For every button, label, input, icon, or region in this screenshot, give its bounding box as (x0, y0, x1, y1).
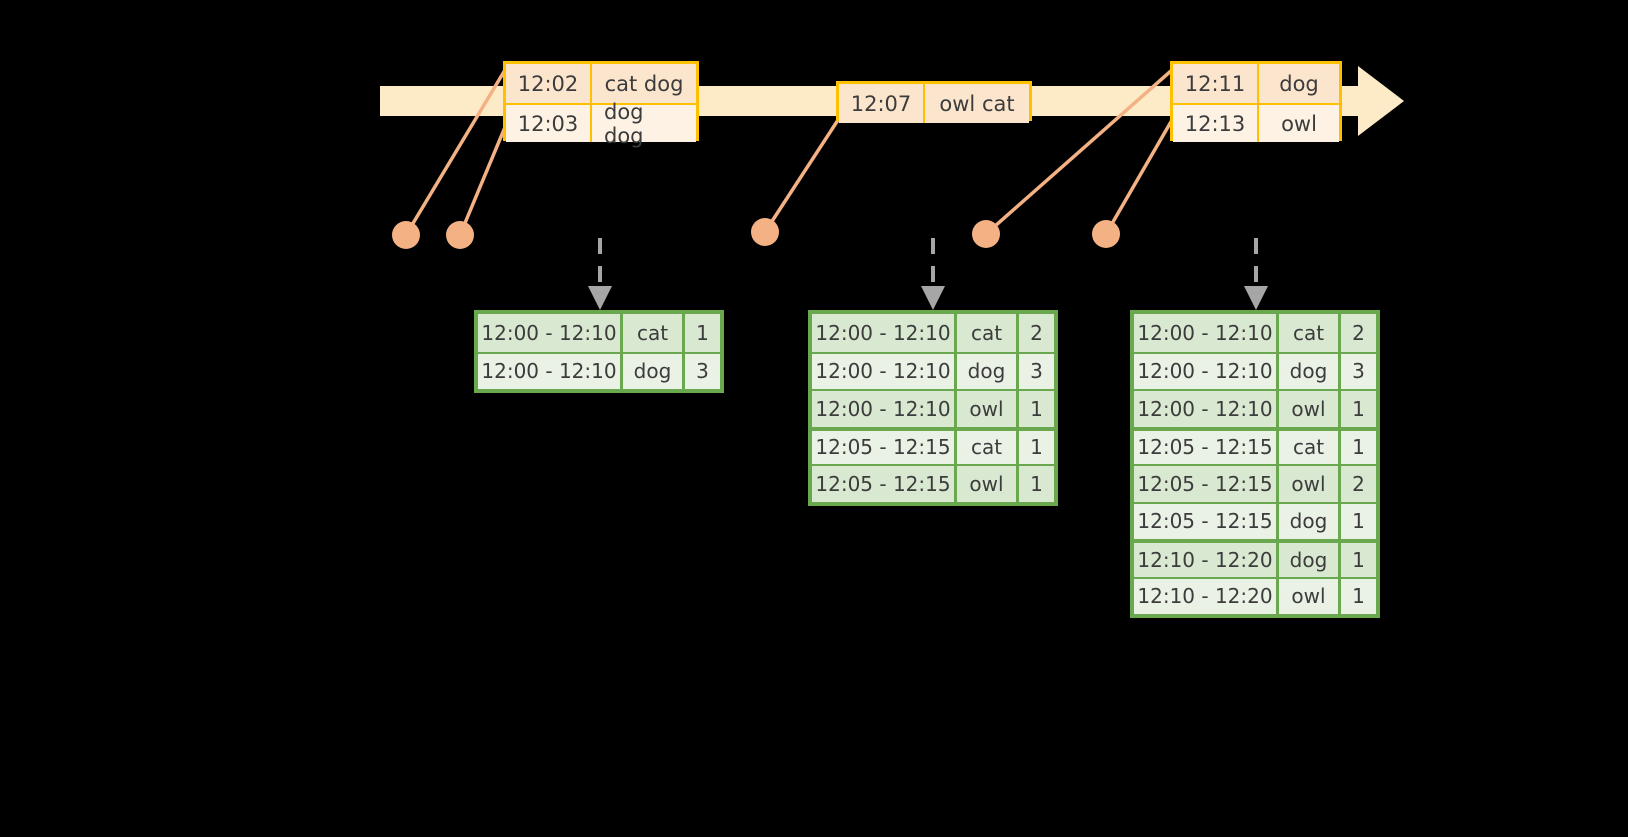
cell-key: cat (623, 314, 685, 352)
event-time: 12:13 (1173, 105, 1259, 142)
event-group-3[interactable]: 12:11 dog 12:13 owl (1170, 61, 1342, 142)
cell-key: cat (957, 314, 1019, 352)
down-arrow-2 (921, 238, 945, 310)
event-payload: owl cat (939, 91, 1015, 116)
cell-window: 12:00 - 12:10 (1134, 389, 1279, 427)
cell-window: 12:05 - 12:15 (1134, 464, 1279, 502)
cell-key: dog (1279, 539, 1341, 577)
cell-count: 1 (1019, 389, 1054, 427)
cell-window: 12:00 - 12:10 (812, 351, 957, 389)
cell-count: 1 (1341, 501, 1376, 539)
cell-window: 12:00 - 12:10 (478, 351, 623, 389)
cell-count: 1 (1341, 426, 1376, 464)
cell-count: 2 (1341, 314, 1376, 352)
event-row[interactable]: 12:11 dog (1173, 64, 1339, 103)
cell-window: 12:00 - 12:10 (812, 314, 957, 352)
emit-dot-2 (446, 221, 474, 249)
cell-key: owl (957, 464, 1019, 502)
down-arrow-3 (1244, 238, 1268, 310)
cell-key: owl (1279, 576, 1341, 614)
emit-dot-1 (392, 221, 420, 249)
event-time: 12:03 (506, 105, 592, 142)
cell-count: 3 (1019, 351, 1054, 389)
cell-window: 12:05 - 12:15 (1134, 426, 1279, 464)
cell-count: 1 (685, 314, 720, 352)
cell-key: cat (957, 426, 1019, 464)
cell-count: 2 (1019, 314, 1054, 352)
event-group-2[interactable]: 12:07 owl cat (836, 81, 1032, 123)
emit-dots (392, 218, 1120, 249)
cell-key: owl (1279, 389, 1341, 427)
connector-line-3 (763, 118, 840, 234)
event-time: 12:02 (506, 64, 592, 103)
cell-window: 12:00 - 12:10 (1134, 351, 1279, 389)
connector-line-5 (1104, 118, 1174, 236)
cell-count: 2 (1341, 464, 1376, 502)
connector-line-2 (458, 118, 510, 237)
down-arrow-1 (588, 238, 612, 310)
cell-window: 12:05 - 12:15 (812, 464, 957, 502)
cell-window: 12:05 - 12:15 (812, 426, 957, 464)
cell-key: owl (1279, 464, 1341, 502)
cell-key: owl (957, 389, 1019, 427)
event-row[interactable]: 12:03 dog dog (506, 99, 696, 148)
table-down-arrows (588, 238, 1268, 310)
cell-key: dog (623, 351, 685, 389)
cell-count: 1 (1341, 576, 1376, 614)
cell-window: 12:05 - 12:15 (1134, 501, 1279, 539)
cell-count: 1 (1341, 389, 1376, 427)
cell-window: 12:10 - 12:20 (1134, 576, 1279, 614)
cell-count: 1 (1341, 539, 1376, 577)
cell-window: 12:10 - 12:20 (1134, 539, 1279, 577)
cell-count: 3 (1341, 351, 1376, 389)
event-payload: owl (1281, 111, 1317, 136)
emit-dot-5 (1092, 220, 1120, 248)
cell-window: 12:00 - 12:10 (812, 389, 957, 427)
emit-dot-4 (972, 220, 1000, 248)
event-payload: cat dog (604, 71, 684, 96)
cell-key: cat (1279, 314, 1341, 352)
event-group-1[interactable]: 12:02 cat dog 12:03 dog dog (503, 61, 699, 148)
cell-count: 1 (1019, 426, 1054, 464)
event-row[interactable]: 12:13 owl (1173, 103, 1339, 142)
cell-key: dog (1279, 351, 1341, 389)
cell-count: 3 (685, 351, 720, 389)
event-row[interactable]: 12:07 owl cat (839, 84, 1029, 123)
emit-dot-3 (751, 218, 779, 246)
event-time: 12:07 (839, 84, 925, 123)
cell-key: dog (1279, 501, 1341, 539)
cell-count: 1 (1019, 464, 1054, 502)
event-row[interactable]: 12:02 cat dog (506, 64, 696, 103)
cell-key: cat (1279, 426, 1341, 464)
connector-line-1 (404, 68, 507, 237)
event-payload: dog (1279, 71, 1319, 96)
event-payload: dog dog (604, 99, 644, 148)
cell-key: dog (957, 351, 1019, 389)
cell-window: 12:00 - 12:10 (1134, 314, 1279, 352)
cell-window: 12:00 - 12:10 (478, 314, 623, 352)
event-time: 12:11 (1173, 64, 1259, 103)
